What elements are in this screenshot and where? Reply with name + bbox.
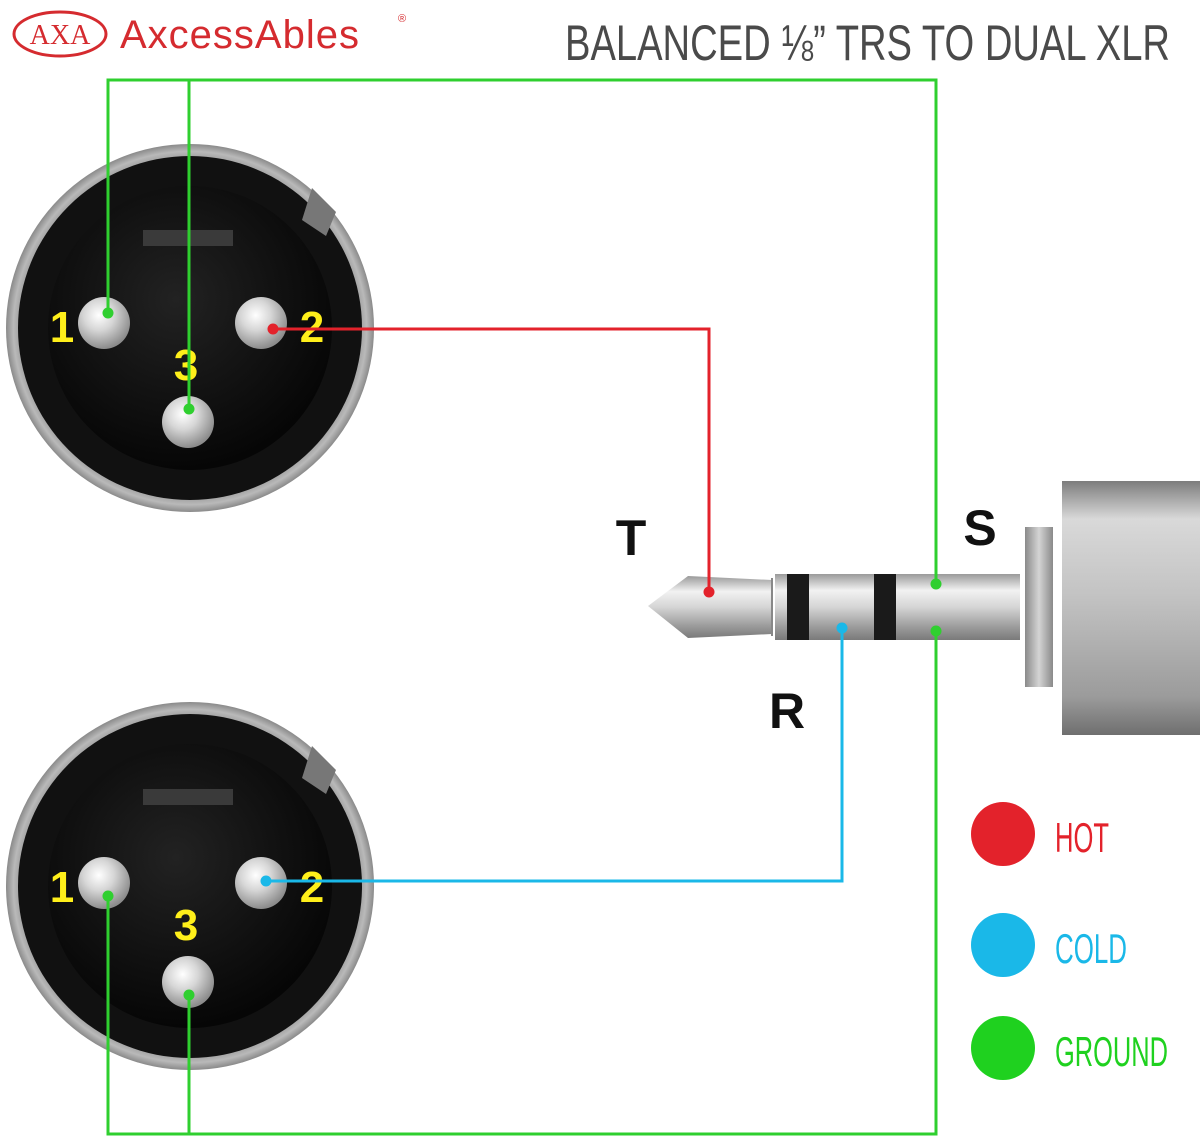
legend-cold-label: COLD xyxy=(1055,925,1127,972)
trs-sleeve-label: S xyxy=(963,500,996,556)
logo-mark: AXA xyxy=(30,20,91,51)
brand-name: AxcessAbles xyxy=(120,13,360,57)
legend-ground-swatch xyxy=(971,1016,1035,1080)
logo-oval-icon xyxy=(12,10,108,58)
trs-insulator-ring-2 xyxy=(874,574,896,640)
wire-endpoints xyxy=(102,307,942,1001)
xlr-bottom-pin-3-label: 3 xyxy=(174,901,198,950)
ground-dot xyxy=(930,625,942,637)
xlr-top-pin-1-label: 1 xyxy=(50,303,74,352)
legend: HOT COLD GROUND xyxy=(971,802,1168,1080)
xlr-bottom-pin-2-label: 2 xyxy=(300,863,324,912)
xlr-bottom-key-notch xyxy=(302,746,336,794)
xlr-connector-bottom: 1 2 3 xyxy=(6,702,374,1070)
xlr-top-pin-2 xyxy=(235,297,287,349)
xlr-top-pin-3-label: 3 xyxy=(174,341,198,390)
xlr-bottom-pin-1-label: 1 xyxy=(50,863,74,912)
ground-dot xyxy=(102,307,114,319)
xlr-bottom-pin-1 xyxy=(78,857,130,909)
legend-hot-label: HOT xyxy=(1055,814,1109,861)
trs-plug-shaft xyxy=(775,574,1020,640)
ground-wire-bottom xyxy=(106,631,938,1136)
xlr-bottom-latch-slot xyxy=(143,789,233,805)
legend-ground-label: GROUND xyxy=(1055,1028,1168,1075)
legend-hot-swatch xyxy=(971,802,1035,866)
brand-registered-mark: ® xyxy=(398,13,406,25)
trs-insulator-ring-1 xyxy=(787,574,809,640)
page-title: BALANCED ⅛” TRS TO DUAL XLR xyxy=(565,15,1170,71)
xlr-bottom-face xyxy=(48,744,332,1028)
hot-dot xyxy=(703,586,715,598)
trs-plug-tip xyxy=(648,576,772,638)
cold-wire xyxy=(266,628,844,883)
hot-wire xyxy=(273,327,711,592)
ground-dot xyxy=(930,578,942,590)
xlr-bottom-pin-3 xyxy=(162,956,214,1008)
ground-dot xyxy=(102,890,114,902)
trs-ring-label: R xyxy=(769,683,805,739)
xlr-top-pin-3 xyxy=(162,396,214,448)
trs-plug-body xyxy=(1062,481,1200,735)
legend-cold-swatch xyxy=(971,913,1035,977)
xlr-top-pin-1 xyxy=(78,297,130,349)
ground-dot xyxy=(183,989,195,1001)
xlr-top-key-notch xyxy=(302,188,336,236)
ground-dot xyxy=(183,403,195,415)
cold-dot xyxy=(260,875,272,887)
trs-plug-collar xyxy=(1025,527,1053,687)
cold-dot xyxy=(836,622,848,634)
ground-wire-top xyxy=(106,78,938,584)
hot-dot xyxy=(267,323,279,335)
trs-plug xyxy=(648,481,1200,735)
ground-wires xyxy=(106,78,938,1136)
brand-logo: AXA AxcessAbles ® xyxy=(12,10,406,58)
trs-tip-label: T xyxy=(616,510,647,566)
